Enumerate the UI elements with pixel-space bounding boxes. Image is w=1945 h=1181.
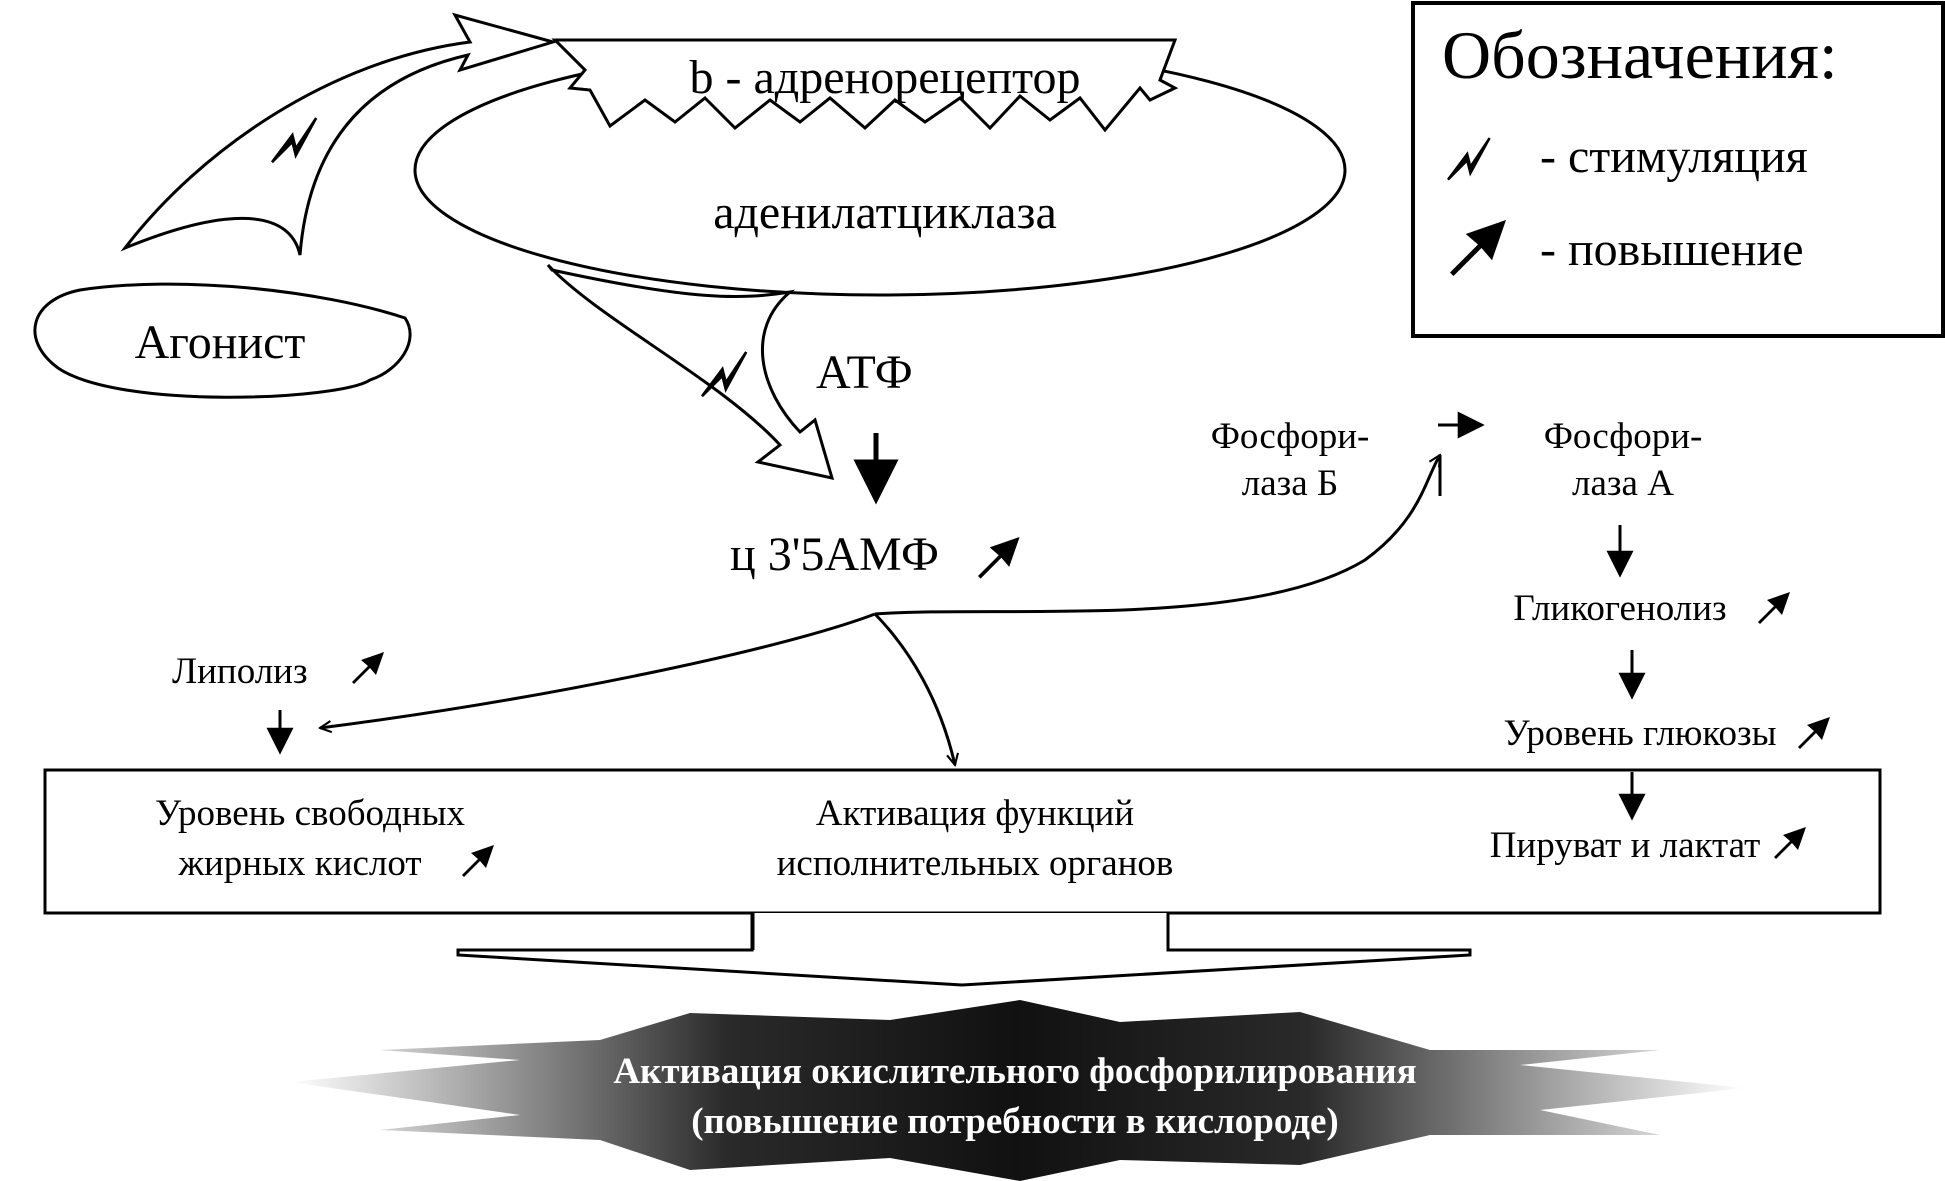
glucose-label: Уровень глюкозы: [1503, 713, 1776, 754]
legend-title: Обозначения:: [1442, 17, 1838, 93]
legend-box: Обозначения: - стимуляция - повышение: [1411, 1, 1945, 338]
agonist-label: Агонист: [135, 316, 306, 369]
fatty-acids-label-1: Уровень свободных: [155, 793, 465, 834]
camp-to-fatty-acids-arrow: [320, 612, 876, 728]
camp-to-organs-arrow: [873, 612, 955, 765]
agonist-shape: [33, 282, 412, 399]
camp-to-phosphorylase-arrow: [874, 455, 1442, 616]
phosphorylase-b-label-1: Фосфори-: [1211, 416, 1370, 457]
legend-increase-label: - повышение: [1540, 223, 1804, 276]
lipolysis-label: Липолиз: [172, 651, 308, 692]
phosphorylase-a-label-2: лаза А: [1572, 463, 1674, 504]
camp-label: ц 3'5АМФ: [730, 528, 939, 581]
pyruvate-label: Пируват и лактат: [1490, 825, 1761, 866]
receptor-label: b - адренорецептор: [689, 51, 1080, 104]
result-label-1: Активация окислительного фосфорилировани…: [613, 1051, 1416, 1092]
big-down-arrow: [45, 911, 1880, 987]
cyclase-to-camp-arrow: [546, 263, 835, 480]
agonist-to-receptor-arrow: [120, 12, 559, 256]
organs-activation-label-2: исполнительных органов: [777, 843, 1174, 884]
legend-stimulation-label: - стимуляция: [1540, 130, 1808, 183]
up-right-arrow-icon: [1798, 717, 1830, 749]
effects-box: [43, 768, 1882, 915]
result-label-2: (повышение потребности в кислороде): [691, 1101, 1339, 1142]
receptor-shape: [551, 38, 1179, 133]
up-right-arrow-icon: [352, 652, 384, 684]
cyclase-label: аденилатциклаза: [713, 186, 1057, 239]
atp-label: АТФ: [816, 346, 913, 399]
organs-activation-label-1: Активация функций: [816, 793, 1134, 834]
fatty-acids-label-2: жирных кислот: [177, 843, 421, 884]
result-burst: [290, 1000, 1745, 1181]
up-right-arrow-icon: [978, 537, 1020, 579]
phosphorylase-a-label-1: Фосфори-: [1544, 416, 1703, 457]
up-right-arrow-icon: [1758, 592, 1790, 624]
phosphorylase-b-label-2: лаза Б: [1242, 463, 1338, 504]
glycogenolysis-label: Гликогенолиз: [1513, 588, 1726, 629]
